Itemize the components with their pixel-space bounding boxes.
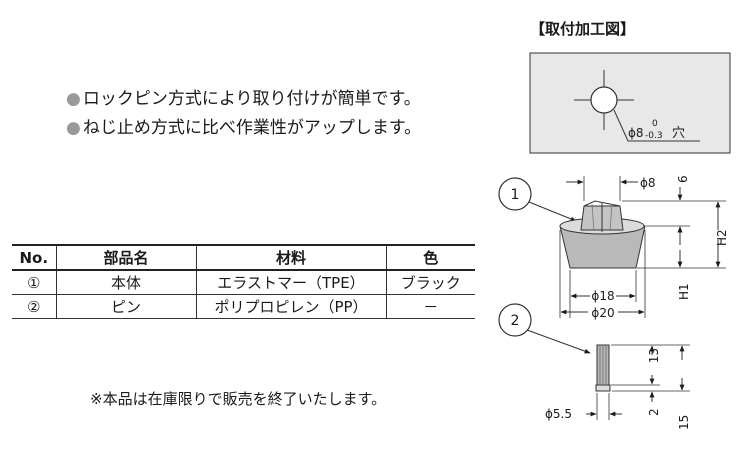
- col-header-color: 色: [385, 244, 475, 271]
- hole-suffix: 穴: [672, 126, 685, 141]
- cell-color: ブラック: [385, 270, 475, 295]
- dim-h1: H1: [677, 283, 691, 300]
- cell-no: ②: [12, 294, 56, 319]
- feature-line-2: ●ねじ止め方式に比べ作業性がアップします。: [66, 117, 421, 139]
- callout-1-leader: [528, 201, 577, 222]
- dim-pin-dia: ϕ5.5: [545, 407, 572, 421]
- col-header-material: 材料: [195, 244, 386, 271]
- bullet-icon: ●: [66, 118, 81, 138]
- table-header-row: No. 部品名 材料 色: [12, 244, 475, 271]
- discontinued-note: ※本品は在庫限りで販売を終了いたします。: [90, 390, 387, 408]
- hole-leader: [613, 109, 629, 142]
- hole-dia-label: ϕ8: [628, 126, 644, 140]
- hole-mark: [574, 70, 634, 130]
- table-row: ① 本体 エラストマー（TPE） ブラック: [12, 270, 475, 295]
- dim-top-dia: ϕ8: [640, 176, 656, 190]
- callout-2-label: 2: [511, 313, 520, 329]
- parts-table: No. 部品名 材料 色 ① 本体 エラストマー（TPE） ブラック ② ピン …: [12, 244, 475, 319]
- hole-tol-upper: 0: [652, 119, 658, 129]
- callout-1: [498, 177, 532, 211]
- col-header-part-name: 部品名: [55, 244, 196, 271]
- hole-tol-lower: -0.3: [645, 131, 663, 141]
- bullet-icon: ●: [66, 89, 81, 109]
- cell-no: ①: [12, 270, 56, 295]
- dim-inner-dia: ϕ18: [591, 289, 614, 303]
- cell-material: エラストマー（TPE）: [195, 270, 386, 295]
- feature-text-1: ロックピン方式により取り付けが簡単です。: [82, 89, 421, 109]
- drilling-panel: [529, 52, 731, 154]
- callout-2-leader: [526, 329, 591, 354]
- cell-material: ポリプロピレン（PP）: [195, 294, 386, 319]
- callout-2: [498, 303, 532, 337]
- grommet-part: [559, 200, 646, 269]
- pin-part: [595, 344, 611, 392]
- callout-1-label: 1: [511, 187, 520, 203]
- dim-pin-total: 15: [677, 415, 691, 430]
- col-header-no: No.: [12, 244, 56, 271]
- cell-part-name: ピン: [55, 294, 196, 319]
- feature-text-2: ねじ止め方式に比べ作業性がアップします。: [82, 118, 422, 138]
- dim-outer-dia: ϕ20: [591, 306, 614, 320]
- cell-color: －: [385, 294, 475, 319]
- cell-part-name: 本体: [55, 270, 196, 295]
- feature-line-1: ●ロックピン方式により取り付けが簡単です。: [66, 88, 421, 110]
- dim-pin-length: 13: [647, 348, 661, 363]
- dim-pin-tip: 2: [647, 408, 661, 416]
- dim-h2: H2: [715, 229, 729, 246]
- dim-top-height: 6: [676, 175, 690, 183]
- table-row: ② ピン ポリプロピレン（PP） －: [12, 294, 475, 319]
- drilling-title: 【取付加工図】: [530, 20, 635, 38]
